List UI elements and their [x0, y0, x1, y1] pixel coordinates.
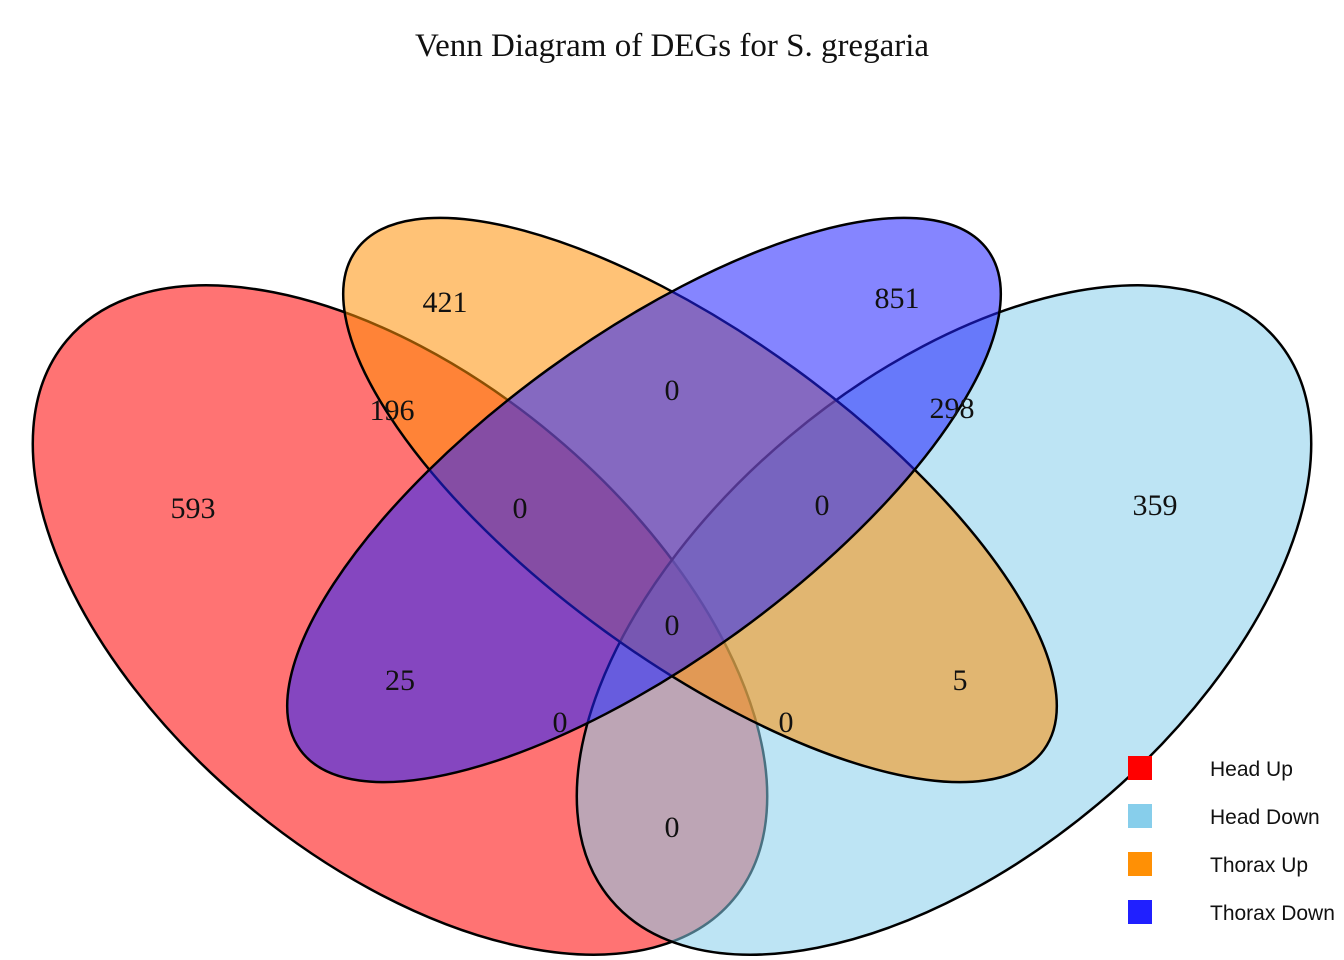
region-count-head-up-head-down-thorax-down: 0: [553, 706, 568, 739]
legend-label-thorax-up: Thorax Up: [1210, 854, 1308, 877]
region-count-thorax-up-only: 421: [423, 286, 468, 319]
region-count-head-up-thorax-down: 25: [385, 664, 415, 697]
region-count-thorax-down-head-down: 298: [930, 392, 975, 425]
region-count-thorax-up-thorax-down: 0: [665, 374, 680, 407]
legend-swatch-thorax-down-icon: [1128, 900, 1152, 924]
region-count-head-down-only: 359: [1133, 489, 1178, 522]
legend-label-head-up: Head Up: [1210, 758, 1293, 781]
legend-label-thorax-down: Thorax Down: [1210, 902, 1335, 925]
region-count-head-up-head-down: 0: [665, 811, 680, 844]
region-count-head-up-only: 593: [171, 492, 216, 525]
region-count-head-up-thorax-up: 196: [370, 394, 415, 427]
legend-swatch-head-up-icon: [1128, 756, 1152, 780]
region-count-thorax-down-only: 851: [875, 282, 920, 315]
venn-ellipses: [31, 216, 1313, 956]
legend-swatch-thorax-up-icon: [1128, 852, 1152, 876]
legend: Head Up Head Down Thorax Up Thorax Down: [1128, 756, 1335, 925]
legend-label-head-down: Head Down: [1210, 806, 1320, 829]
chart-title: Venn Diagram of DEGs for S. gregaria: [415, 28, 929, 64]
region-counts: 593 421 851 359 196 0 298 0 0 0 25 5 0 0…: [171, 282, 1178, 844]
region-count-head-down-thorax-up: 5: [953, 664, 968, 697]
legend-swatch-head-down-icon: [1128, 804, 1152, 828]
region-count-head-up-head-down-thorax-up: 0: [779, 706, 794, 739]
region-count-head-up-thorax-up-thorax-down: 0: [513, 492, 528, 525]
region-count-all-four: 0: [665, 609, 680, 642]
region-count-head-down-thorax-up-thorax-down: 0: [815, 489, 830, 522]
thorax-down-ellipse: [285, 216, 1003, 784]
